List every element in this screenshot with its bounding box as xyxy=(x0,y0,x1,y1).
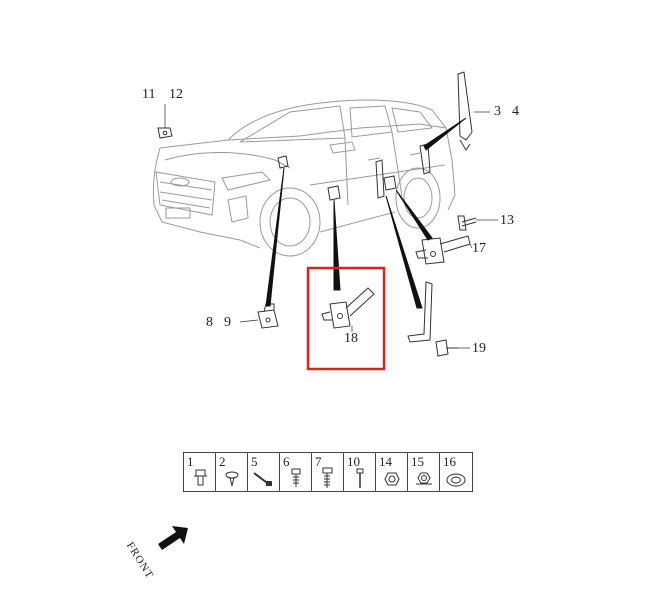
legend-label: 6 xyxy=(283,454,290,469)
flange-nut-icon xyxy=(416,472,432,485)
legend-cell-14[interactable]: 14 xyxy=(376,453,408,491)
legend-label: 16 xyxy=(443,454,456,469)
callout-9[interactable]: 9 xyxy=(224,315,231,330)
grommet-icon xyxy=(446,473,466,487)
callout-3[interactable]: 3 xyxy=(494,104,501,119)
legend-label: 1 xyxy=(187,454,194,469)
vehicle-outline xyxy=(152,99,456,257)
push-clip-icon xyxy=(225,471,239,487)
front-arrow-icon xyxy=(158,526,188,550)
hinge-part-8-9[interactable] xyxy=(257,303,279,329)
long-screw-icon xyxy=(322,467,333,488)
legend-cell-5[interactable]: 5 xyxy=(248,453,280,491)
screw-icon xyxy=(291,468,301,487)
bracket-part-11-12[interactable] xyxy=(157,127,173,139)
callout-4[interactable]: 4 xyxy=(512,104,519,119)
legend-label: 14 xyxy=(379,454,392,469)
callout-8[interactable]: 8 xyxy=(206,315,213,330)
legend-label: 7 xyxy=(315,454,322,469)
door-check-part-18[interactable] xyxy=(321,287,375,329)
legend-cell-7[interactable]: 7 xyxy=(312,453,344,491)
callout-17[interactable]: 17 xyxy=(472,241,486,256)
bolt-part-13[interactable] xyxy=(457,215,477,231)
legend-label: 10 xyxy=(347,454,360,469)
flange-bolt-icon xyxy=(194,469,207,486)
legend-cell-2[interactable]: 2 xyxy=(216,453,248,491)
callout-19[interactable]: 19 xyxy=(472,341,486,356)
leader-wedges xyxy=(265,117,467,309)
legend-label: 2 xyxy=(219,454,226,469)
legend-cell-1[interactable]: 1 xyxy=(184,453,216,491)
leader-lines xyxy=(164,104,498,349)
hex-nut-icon xyxy=(384,472,400,486)
door-check-part-17[interactable] xyxy=(415,235,471,265)
legend-label: 15 xyxy=(411,454,424,469)
legend-cell-6[interactable]: 6 xyxy=(280,453,312,491)
callout-13[interactable]: 13 xyxy=(500,213,514,228)
window-trim-part[interactable] xyxy=(457,71,473,151)
callout-12[interactable]: 12 xyxy=(169,87,183,102)
fastener-legend: 1 2 5 6 7 10 xyxy=(183,452,473,492)
legend-cell-15[interactable]: 15 xyxy=(408,453,440,491)
stud-bolt-icon xyxy=(356,468,364,488)
callout-18[interactable]: 18 xyxy=(344,331,358,346)
rivet-icon xyxy=(253,472,272,486)
weatherstrip-part-19[interactable] xyxy=(407,281,458,357)
legend-cell-10[interactable]: 10 xyxy=(344,453,376,491)
legend-cell-16[interactable]: 16 xyxy=(440,453,472,491)
callout-11[interactable]: 11 xyxy=(142,87,156,102)
legend-label: 5 xyxy=(251,454,258,469)
highlight-box xyxy=(306,266,386,371)
